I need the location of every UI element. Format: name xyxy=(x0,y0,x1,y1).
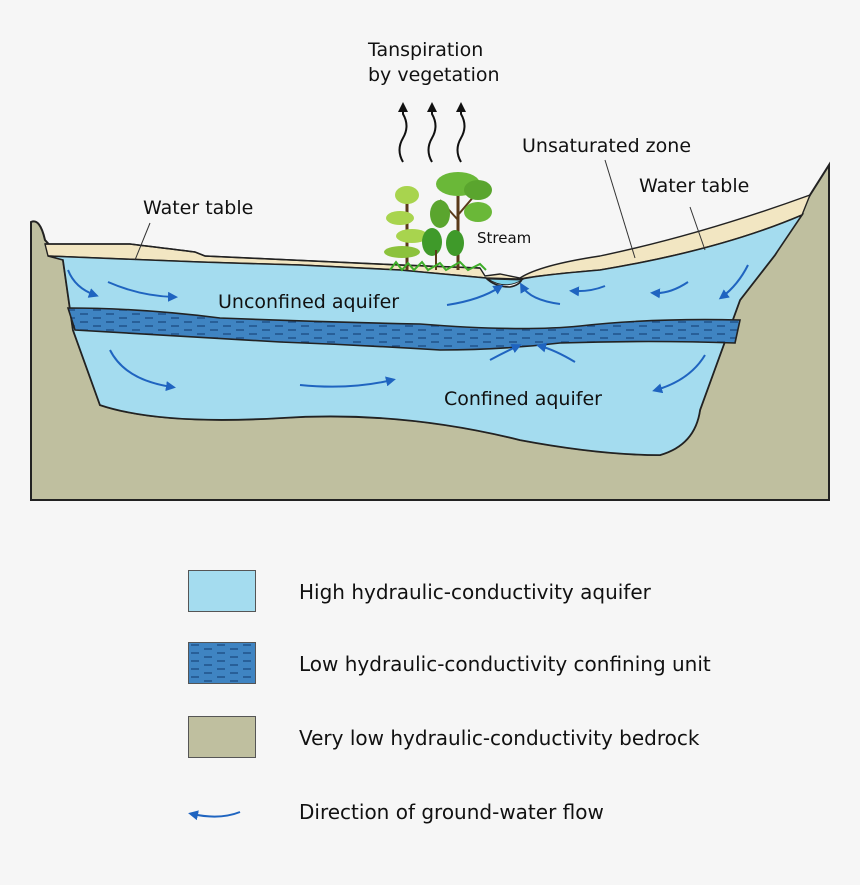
transpiration-label-line1: Tanspiration xyxy=(367,39,483,61)
water-table-right-leader xyxy=(689,206,706,251)
confined-aquifer-label: Confined aquifer xyxy=(444,388,602,410)
legend-swatch-bedrock xyxy=(188,716,256,758)
stream xyxy=(486,278,524,286)
legend-label-bedrock: Very low hydraulic-conductivity bedrock xyxy=(299,726,700,750)
legend-label-aquifer: High hydraulic-conductivity aquifer xyxy=(299,580,651,604)
legend-label-flow: Direction of ground-water flow xyxy=(299,800,604,824)
vegetation xyxy=(384,172,492,272)
transpiration-arrows xyxy=(398,102,466,163)
legend-item-confining: Low hydraulic-conductivity confining uni… xyxy=(188,642,808,686)
water-table-left-leader xyxy=(134,222,151,261)
water-table-left-label: Water table xyxy=(143,197,253,219)
unsaturated-zone-label: Unsaturated zone xyxy=(522,135,691,157)
unconfined-aquifer-label: Unconfined aquifer xyxy=(218,291,399,313)
flow-arrow-icon xyxy=(188,810,241,821)
water-table-right-label: Water table xyxy=(639,175,749,197)
legend-swatch-aquifer xyxy=(188,570,256,612)
legend-label-confining: Low hydraulic-conductivity confining uni… xyxy=(299,652,711,676)
legend-item-flow: Direction of ground-water flow xyxy=(188,790,808,834)
groundwater-cross-section: Tanspiration by vegetation Unsaturated z… xyxy=(30,39,830,501)
legend-swatch-confining xyxy=(188,642,256,684)
legend-item-bedrock: Very low hydraulic-conductivity bedrock xyxy=(188,716,808,760)
groundwater-flow-arrows xyxy=(67,264,749,394)
unsaturated-zone-leader xyxy=(604,159,636,259)
legend-item-aquifer: High hydraulic-conductivity aquifer xyxy=(188,570,808,614)
stream-label: Stream xyxy=(477,229,531,247)
transpiration-label-line2: by vegetation xyxy=(368,64,500,86)
confining-unit xyxy=(66,307,741,351)
